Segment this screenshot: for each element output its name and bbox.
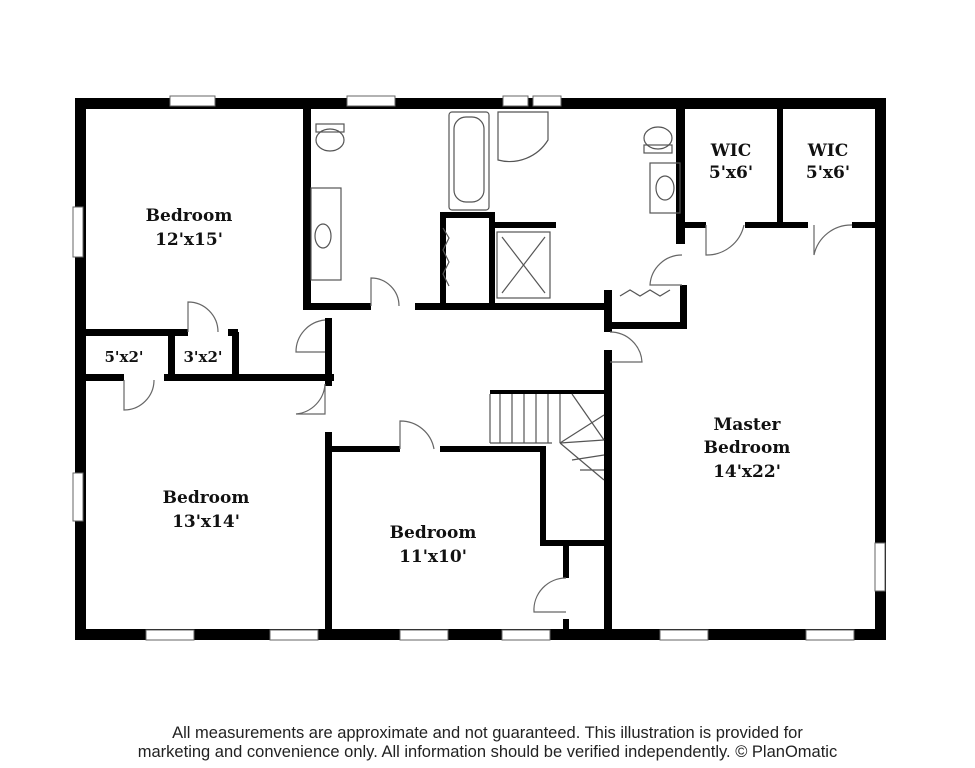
master-bedroom-size: 14'x22' — [713, 462, 781, 482]
closet-a-size: 5'x2' — [104, 348, 143, 366]
bedroom-mid-label: Bedroom — [390, 523, 477, 543]
bedroom-nw-size: 12'x15' — [155, 230, 223, 250]
bath-fixtures — [310, 111, 681, 299]
wic-2-label: WIC — [807, 141, 849, 161]
bedroom-mid-size: 11'x10' — [399, 547, 467, 567]
doors — [123, 224, 853, 613]
bedroom-sw-label: Bedroom — [163, 488, 250, 508]
wic-1-label: WIC — [710, 141, 752, 161]
closet-b-size: 3'x2' — [183, 348, 222, 366]
stairs — [489, 390, 605, 481]
disclaimer-line-2: marketing and convenience only. All info… — [137, 743, 838, 761]
bedroom-nw-label: Bedroom — [146, 206, 233, 226]
walls — [75, 98, 886, 640]
wic-1-size: 5'x6' — [709, 163, 753, 183]
disclaimer-line-1: All measurements are approximate and not… — [172, 724, 803, 742]
windows — [72, 95, 886, 641]
master-bedroom-label-1: Master — [713, 415, 781, 435]
wic-2-size: 5'x6' — [806, 163, 850, 183]
bedroom-sw-size: 13'x14' — [172, 512, 240, 532]
master-bedroom-label-2: Bedroom — [704, 438, 791, 458]
